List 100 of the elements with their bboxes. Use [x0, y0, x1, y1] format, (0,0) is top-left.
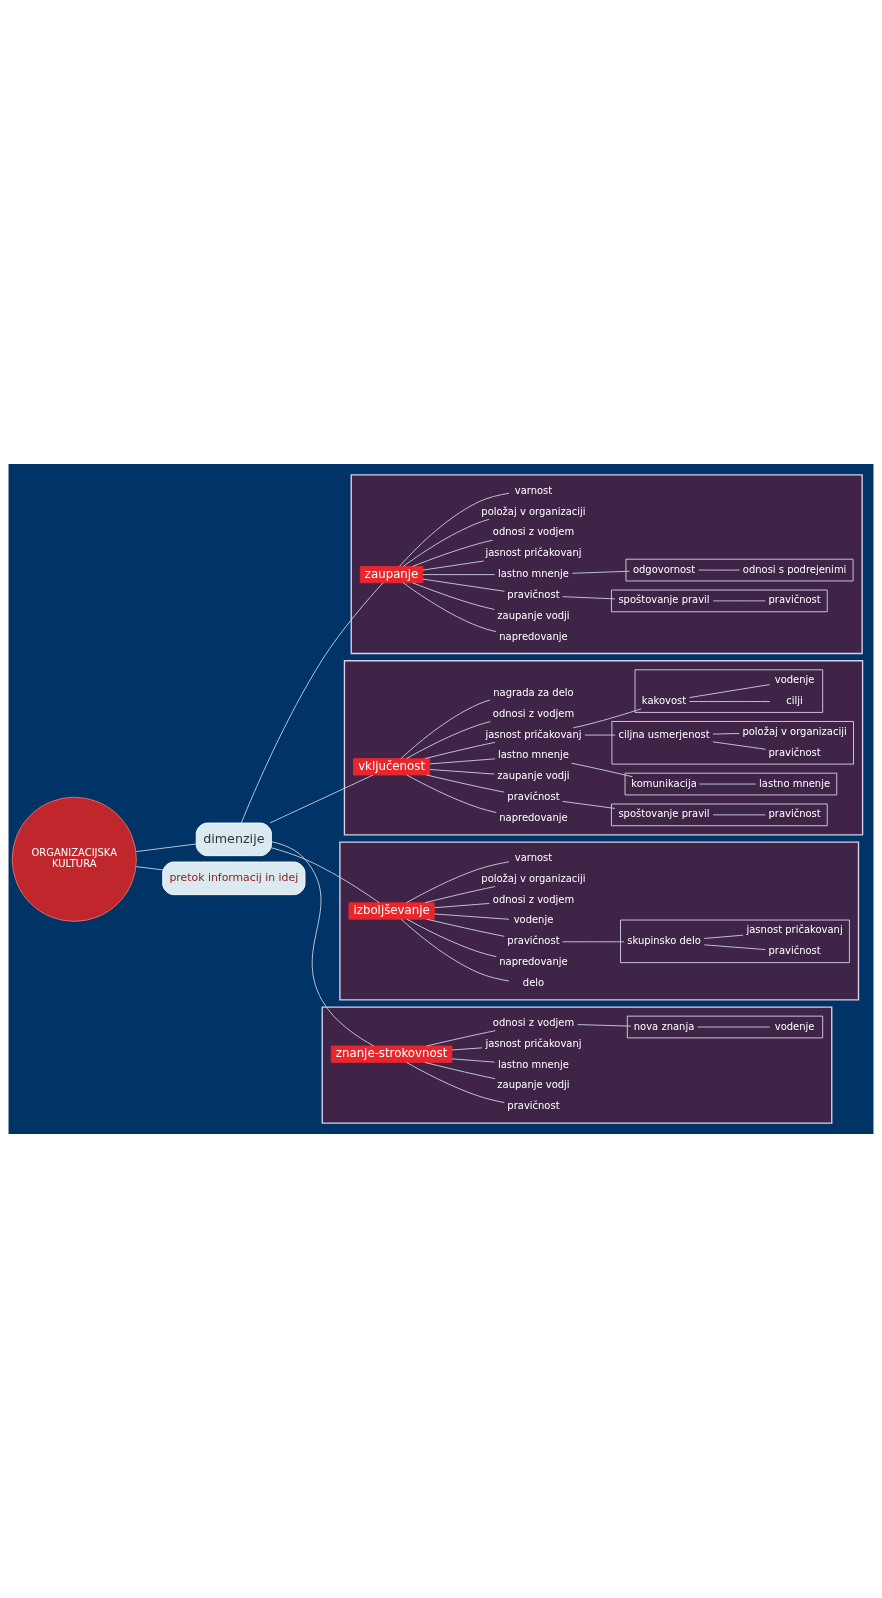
node-text: pravičnost — [507, 589, 560, 600]
connector — [412, 582, 495, 610]
node-text: vodenje — [774, 674, 815, 686]
node-text: nova znanja — [633, 1020, 695, 1032]
cluster — [626, 1015, 824, 1039]
connector — [689, 701, 771, 702]
node-text: spoštovanje pravil — [618, 594, 710, 606]
node-box: izboljševanje — [348, 902, 435, 920]
connector — [399, 492, 510, 567]
connector — [429, 758, 496, 765]
node-text: delo — [522, 977, 545, 989]
node-text: napredovanje — [499, 812, 568, 824]
connector — [562, 941, 625, 943]
connector — [434, 903, 490, 909]
connector — [712, 814, 766, 816]
node-text: kakovost — [641, 695, 687, 707]
connector — [434, 913, 510, 920]
connector — [424, 1062, 496, 1080]
connector — [712, 733, 740, 735]
connector — [400, 699, 491, 760]
connector — [271, 841, 375, 1047]
node-text: položaj v organizaciji — [481, 872, 586, 884]
connector — [571, 762, 633, 778]
connector — [562, 800, 616, 809]
connector — [562, 596, 616, 600]
node-text: zaupanje vodji — [497, 609, 570, 621]
node-text: odnosi s podrejenimi — [742, 563, 847, 575]
connector — [451, 1047, 483, 1051]
cluster — [321, 1006, 833, 1124]
cluster — [339, 841, 860, 1001]
connector — [422, 574, 496, 576]
node-text: jasnost pričakovanj — [485, 1037, 582, 1049]
connector — [406, 1062, 505, 1103]
connector — [703, 944, 766, 950]
cluster — [611, 721, 854, 765]
connector — [422, 578, 505, 592]
node-text: nagrada za delo — [493, 686, 574, 698]
connector — [406, 861, 510, 904]
node-text: odnosi z vodjem — [492, 707, 575, 719]
connector — [406, 774, 497, 813]
node-text: pravičnost — [507, 791, 560, 803]
node-box: znanje-strokovnost — [330, 1045, 453, 1063]
node-text: komunikacija — [631, 777, 697, 789]
connector — [424, 886, 496, 904]
node-text: vodenje — [774, 1020, 815, 1032]
cluster — [634, 669, 824, 713]
connector — [135, 843, 197, 853]
connector — [422, 560, 485, 571]
connector — [271, 847, 380, 904]
connector — [698, 569, 741, 571]
node-text: pravičnost — [768, 746, 821, 758]
connector — [429, 769, 495, 775]
connector — [400, 918, 510, 982]
connector — [402, 582, 497, 633]
connector — [571, 570, 630, 574]
connector — [712, 741, 766, 750]
cluster — [620, 919, 850, 964]
node-text: varnost — [514, 484, 553, 496]
cluster — [611, 803, 828, 827]
cluster — [350, 474, 863, 655]
node-text: pravičnost — [768, 945, 821, 957]
node-text: lastno mnenje — [498, 1058, 569, 1070]
connector — [572, 708, 642, 729]
node-text: položaj v organizaciji — [742, 725, 847, 737]
node-box: dimenzije — [195, 822, 272, 857]
node-text: odnosi z vodjem — [492, 1016, 575, 1028]
node-text: cilji — [786, 695, 803, 707]
connector — [426, 918, 505, 937]
connector — [584, 734, 616, 736]
node-text: ciljna usmerjenost — [618, 728, 710, 740]
node-box: pretok informacij in idej — [162, 861, 306, 896]
connector — [240, 582, 384, 824]
node-text: spoštovanje pravil — [618, 808, 710, 820]
node-text: pravičnost — [768, 808, 821, 820]
connector — [703, 934, 744, 939]
connector — [402, 518, 490, 567]
node-text: jasnost pričakovanj — [485, 728, 582, 740]
node-box: vključenost — [353, 758, 431, 776]
node-text: napredovanje — [499, 630, 568, 642]
connector — [426, 1030, 496, 1047]
connector — [406, 721, 491, 759]
node-text: lastno mnenje — [498, 568, 569, 580]
connector — [577, 1024, 632, 1027]
connector — [426, 774, 505, 793]
node-text: jasnost pričakovanj — [485, 547, 582, 559]
node-text: zaupanje vodji — [497, 1079, 570, 1091]
node-text: lastno mnenje — [498, 749, 569, 761]
connector — [689, 684, 771, 699]
node-text: položaj v organizaciji — [481, 505, 586, 517]
connector — [412, 539, 494, 567]
connector — [135, 866, 164, 871]
node-text: skupinsko delo — [627, 935, 701, 947]
cluster — [343, 660, 864, 836]
node-text: pravičnost — [507, 935, 560, 947]
node-text: lastno mnenje — [759, 777, 831, 789]
node-text: zaupanje vodji — [497, 770, 570, 782]
connector — [269, 774, 374, 824]
connector — [712, 600, 766, 602]
node-text: varnost — [514, 851, 553, 863]
node-text: odgovornost — [632, 563, 696, 575]
